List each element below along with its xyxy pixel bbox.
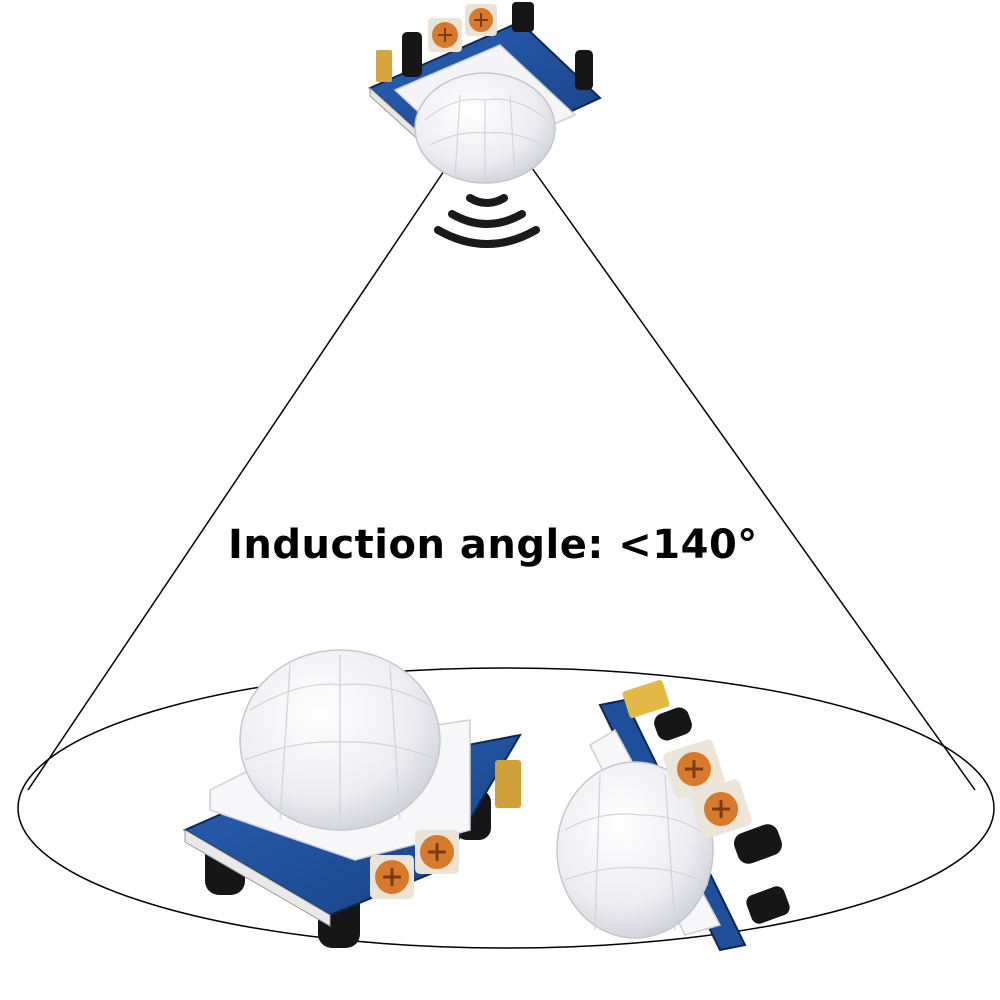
br-sensor-capacitor-1 bbox=[654, 707, 692, 741]
cone-base-ellipse bbox=[17, 667, 995, 949]
detection-cone bbox=[17, 167, 995, 949]
top-sensor-capacitor-1 bbox=[402, 32, 422, 77]
cone-right-edge bbox=[531, 167, 976, 791]
top-sensor-lens-facets bbox=[424, 94, 546, 182]
bl-sensor-pcb-edge bbox=[184, 829, 331, 927]
bl-sensor-lens-facets bbox=[244, 655, 439, 830]
top-sensor-jumper bbox=[376, 50, 392, 82]
br-sensor-capacitor-3 bbox=[746, 886, 790, 924]
bl-sensor-jumper bbox=[495, 760, 521, 808]
bl-sensor-potentiometer-2 bbox=[415, 830, 459, 874]
cone-left-edge bbox=[27, 167, 447, 791]
br-sensor-lens-facets bbox=[564, 774, 709, 931]
br-sensor-potentiometer-2 bbox=[690, 779, 752, 839]
bottom-right-sensor-module bbox=[556, 679, 790, 952]
signal-waves-icon bbox=[434, 194, 540, 248]
bl-sensor-potentiometer-1 bbox=[370, 855, 414, 899]
top-sensor-potentiometer-2 bbox=[465, 4, 497, 36]
top-sensor-capacitor-2 bbox=[575, 50, 593, 90]
bottom-left-sensor-module bbox=[182, 649, 522, 948]
top-sensor-potentiometer-1 bbox=[428, 18, 462, 52]
top-sensor-capacitor-3 bbox=[512, 2, 534, 32]
br-sensor-capacitor-2 bbox=[734, 824, 782, 864]
br-sensor-potentiometer-1 bbox=[663, 739, 725, 799]
induction-angle-caption: Induction angle: <140° bbox=[228, 522, 758, 568]
top-sensor-module bbox=[368, 2, 602, 184]
br-sensor-jumper bbox=[622, 679, 670, 719]
